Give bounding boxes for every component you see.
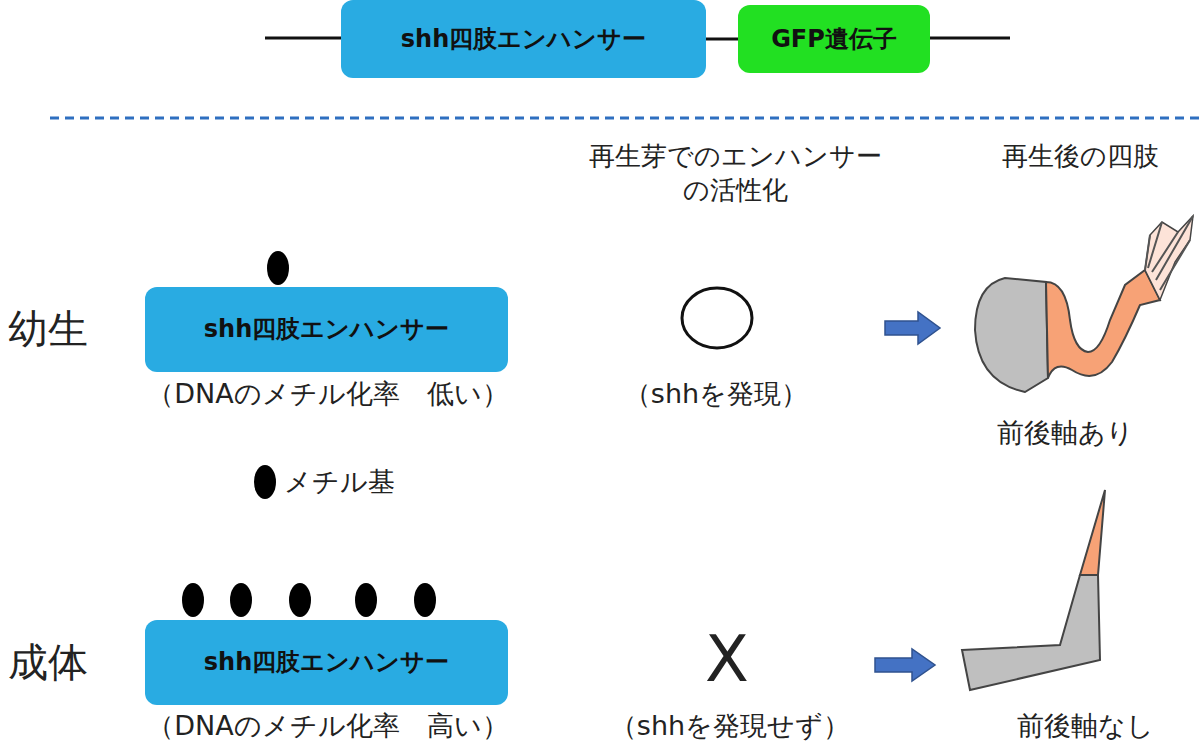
result-arrow (885, 312, 940, 344)
dna-connector (706, 39, 738, 40)
dna-line (926, 37, 1010, 40)
box-text: GFP遺伝子 (771, 25, 897, 54)
methyl-dot (182, 583, 204, 617)
methyl-dot (267, 251, 289, 285)
methyl-dot (355, 583, 377, 617)
legend-text: メチル基 (284, 464, 395, 499)
larval-limb (975, 216, 1193, 392)
row-label: 成体 (8, 636, 88, 688)
active-circle-symbol (682, 288, 752, 348)
methylation-note: （DNAのメチル化率 低い） (147, 376, 508, 411)
box-text: shh四肢エンハンサー (401, 25, 646, 54)
methylation-note: （DNAのメチル化率 高い） (147, 708, 508, 743)
methyl-dot (230, 583, 252, 617)
expression-note: （shhを発現せず） (610, 708, 850, 743)
result-note: 前後軸なし (1017, 708, 1154, 743)
result-arrow (875, 649, 935, 681)
result-note: 前後軸あり (997, 415, 1134, 450)
inactive-symbol: X (705, 618, 749, 701)
column-header: 再生後の四肢 (1002, 140, 1159, 174)
gene-box: GFP遺伝子 (738, 5, 930, 73)
adult-limb (962, 490, 1105, 690)
box-text: shh四肢エンハンサー (204, 648, 449, 677)
column-header: 再生芽でのエンハンサー の活性化 (585, 140, 885, 208)
enhancer-box: shh四肢エンハンサー (341, 0, 706, 78)
box-text: shh四肢エンハンサー (204, 315, 449, 344)
methyl-dot (414, 583, 436, 617)
divider-line (50, 117, 1200, 120)
enhancer-box: shh四肢エンハンサー (145, 287, 508, 372)
expression-note: （shhを発現） (624, 376, 808, 411)
legend-methyl-dot (254, 465, 276, 499)
methyl-dot (289, 583, 311, 617)
enhancer-box: shh四肢エンハンサー (145, 620, 508, 705)
row-label: 幼生 (8, 303, 88, 355)
dna-line (265, 37, 345, 40)
